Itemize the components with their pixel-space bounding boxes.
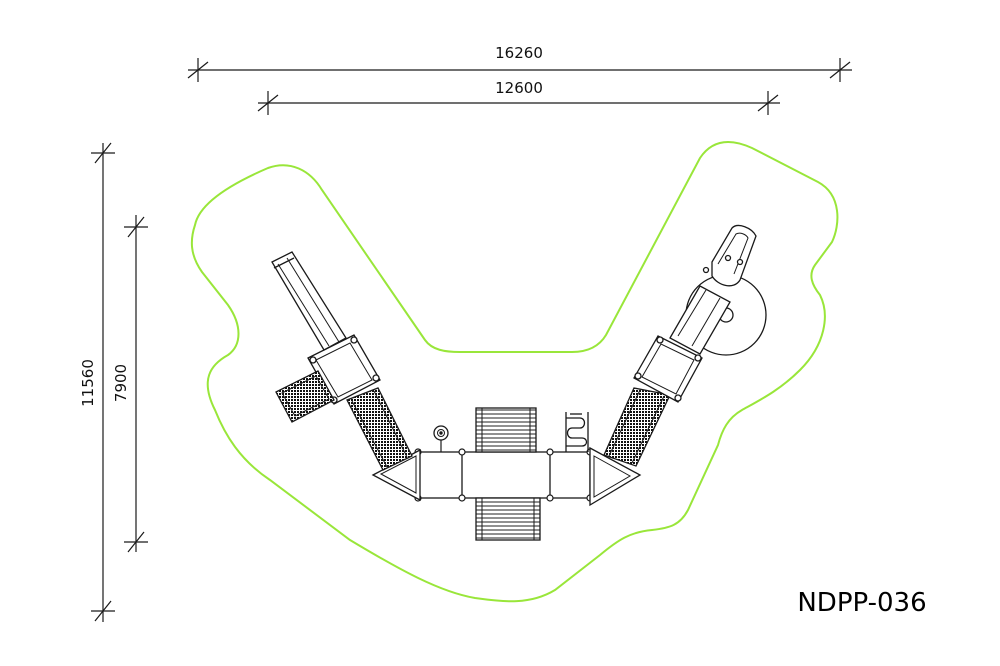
dimension-inner-width xyxy=(257,91,780,115)
dimension-inner-width-label: 12600 xyxy=(495,79,543,97)
right-stair-ladder xyxy=(603,387,671,467)
left-straight-slide xyxy=(271,251,347,351)
right-triangle-platform xyxy=(589,446,642,507)
dimension-overall-height xyxy=(91,142,115,622)
left-stair-ladder xyxy=(346,387,413,471)
right-square-platform xyxy=(633,335,703,403)
dimension-inner-height xyxy=(124,215,148,553)
dimension-inner-height-label: 7900 xyxy=(112,364,130,402)
right-tube-slide xyxy=(669,224,767,356)
central-bridge xyxy=(417,451,591,499)
steering-wheel-icon xyxy=(433,425,449,452)
left-step-block xyxy=(275,370,335,423)
dimension-overall-width xyxy=(187,58,852,82)
dimension-overall-width-label: 16260 xyxy=(495,44,543,62)
squiggle-climber xyxy=(565,412,589,452)
dimension-overall-height-label: 11560 xyxy=(79,359,97,407)
safety-zone-outline xyxy=(190,141,839,603)
bridge-bottom-panel xyxy=(475,497,541,541)
bridge-top-panel xyxy=(475,407,537,453)
model-code-label: NDPP-036 xyxy=(797,588,926,618)
